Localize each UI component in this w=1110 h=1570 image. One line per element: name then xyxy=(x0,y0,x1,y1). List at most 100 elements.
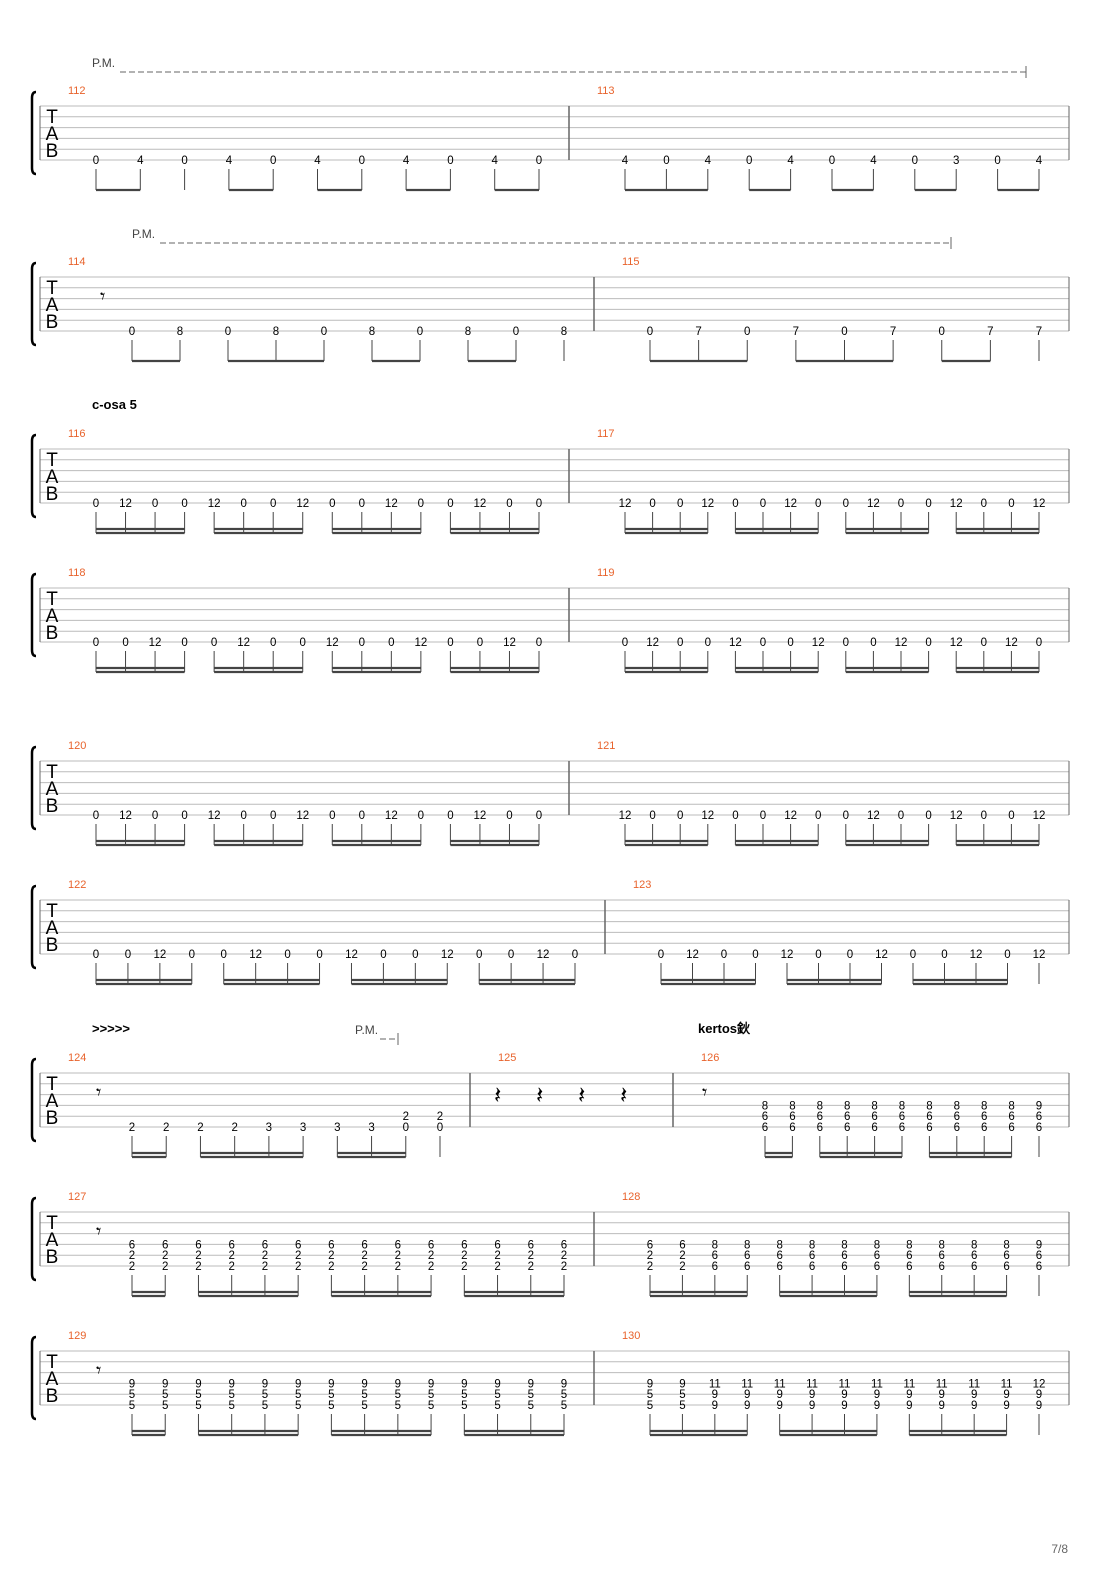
fret-number: 6 xyxy=(841,1261,847,1273)
fret-number: 4 xyxy=(622,155,629,167)
fret-number: 9 xyxy=(744,1400,750,1412)
fret-number: 2 xyxy=(679,1261,685,1273)
fret-number: 7 xyxy=(695,326,701,338)
fret-number: 4 xyxy=(137,155,144,167)
fret-number: 2 xyxy=(195,1261,201,1273)
fret-number: 5 xyxy=(295,1389,301,1401)
fret-number: 12 xyxy=(950,810,963,822)
fret-number: 0 xyxy=(994,155,1000,167)
fret-number: 6 xyxy=(744,1250,750,1262)
fret-number: 0 xyxy=(122,637,128,649)
fret-number: 0 xyxy=(912,155,918,167)
fret-number: 0 xyxy=(677,810,683,822)
fret-number: 12 xyxy=(537,949,550,961)
fret-number: 5 xyxy=(461,1400,467,1412)
fret-number: 0 xyxy=(898,810,904,822)
tab-clef-letter: B xyxy=(46,312,59,333)
fret-number: 6 xyxy=(939,1250,945,1262)
fret-number: 8 xyxy=(906,1239,912,1251)
fret-number: 12 xyxy=(812,637,825,649)
fret-number: 0 xyxy=(910,949,916,961)
fret-number: 0 xyxy=(647,326,653,338)
fret-number: 2 xyxy=(197,1122,203,1134)
eighth-rest: 𝄾 xyxy=(96,1360,101,1382)
fret-number: 2 xyxy=(647,1250,653,1262)
fret-number: 12 xyxy=(781,949,794,961)
fret-number: 6 xyxy=(899,1111,905,1123)
fret-number: 2 xyxy=(461,1250,467,1262)
fret-number: 0 xyxy=(181,155,187,167)
fret-number: 7 xyxy=(793,326,799,338)
fret-number: 0 xyxy=(152,810,158,822)
fret-number: 5 xyxy=(262,1389,268,1401)
palm-mute-label: P.M. xyxy=(355,1023,378,1037)
fret-number: 6 xyxy=(328,1239,334,1251)
fret-number: 11 xyxy=(903,1378,915,1390)
fret-number: 9 xyxy=(494,1378,500,1390)
fret-number: 9 xyxy=(561,1378,567,1390)
fret-number: 5 xyxy=(295,1400,301,1412)
fret-number: 2 xyxy=(162,1261,168,1273)
fret-number: 0 xyxy=(815,810,821,822)
fret-number: 0 xyxy=(270,498,276,510)
fret-number: 0 xyxy=(447,637,453,649)
page-number: 7/8 xyxy=(1051,1542,1068,1556)
fret-number: 9 xyxy=(874,1400,880,1412)
tab-clef-letter: A xyxy=(46,1091,59,1112)
tab-clef-letter: B xyxy=(46,796,59,817)
fret-number: 12 xyxy=(149,637,162,649)
fret-number: 6 xyxy=(528,1239,534,1251)
fret-number: 9 xyxy=(971,1400,977,1412)
system-brace xyxy=(30,1196,37,1282)
fret-number: 2 xyxy=(129,1250,135,1262)
tab-clef-letter: T xyxy=(46,589,58,610)
fret-number: 12 xyxy=(474,810,487,822)
fret-number: 2 xyxy=(228,1261,234,1273)
fret-number: 8 xyxy=(561,326,567,338)
fret-number: 5 xyxy=(395,1389,401,1401)
fret-number: 6 xyxy=(841,1250,847,1262)
fret-number: 6 xyxy=(817,1122,823,1134)
fret-number: 5 xyxy=(195,1400,201,1412)
fret-number: 12 xyxy=(950,637,963,649)
fret-number: 0 xyxy=(240,810,246,822)
bar-number: 117 xyxy=(597,428,615,440)
bar-number: 125 xyxy=(498,1052,516,1064)
fret-number: 6 xyxy=(762,1111,768,1123)
fret-number: 8 xyxy=(465,326,471,338)
fret-number: 12 xyxy=(1033,949,1046,961)
fret-number: 5 xyxy=(528,1400,534,1412)
fret-number: 0 xyxy=(181,810,187,822)
fret-number: 9 xyxy=(395,1378,401,1390)
fret-number: 5 xyxy=(679,1389,685,1401)
fret-number: 12 xyxy=(1033,498,1046,510)
fret-number: 9 xyxy=(195,1378,201,1390)
bar-number: 123 xyxy=(633,879,651,891)
fret-number: 9 xyxy=(971,1389,977,1401)
fret-number: 0 xyxy=(981,637,987,649)
fret-number: 2 xyxy=(262,1261,268,1273)
fret-number: 12 xyxy=(1033,810,1046,822)
fret-number: 4 xyxy=(403,155,410,167)
fret-number: 9 xyxy=(712,1400,718,1412)
fret-number: 0 xyxy=(760,498,766,510)
fret-number: 6 xyxy=(679,1239,685,1251)
fret-number: 12 xyxy=(686,949,699,961)
fret-number: 0 xyxy=(1036,637,1042,649)
fret-number: 8 xyxy=(817,1100,823,1112)
system-brace xyxy=(30,884,37,970)
fret-number: 2 xyxy=(361,1250,367,1262)
fret-number: 8 xyxy=(744,1239,750,1251)
fret-number: 12 xyxy=(345,949,358,961)
fret-number: 0 xyxy=(536,810,542,822)
fret-number: 4 xyxy=(870,155,877,167)
fret-number: 0 xyxy=(418,498,424,510)
fret-number: 9 xyxy=(906,1400,912,1412)
tab-clef-letter: A xyxy=(46,295,59,316)
fret-number: 3 xyxy=(266,1122,272,1134)
fret-number: 9 xyxy=(776,1400,782,1412)
fret-number: 6 xyxy=(899,1122,905,1134)
tab-clef-letter: T xyxy=(46,1352,58,1373)
fret-number: 9 xyxy=(841,1400,847,1412)
system-brace xyxy=(30,433,37,519)
